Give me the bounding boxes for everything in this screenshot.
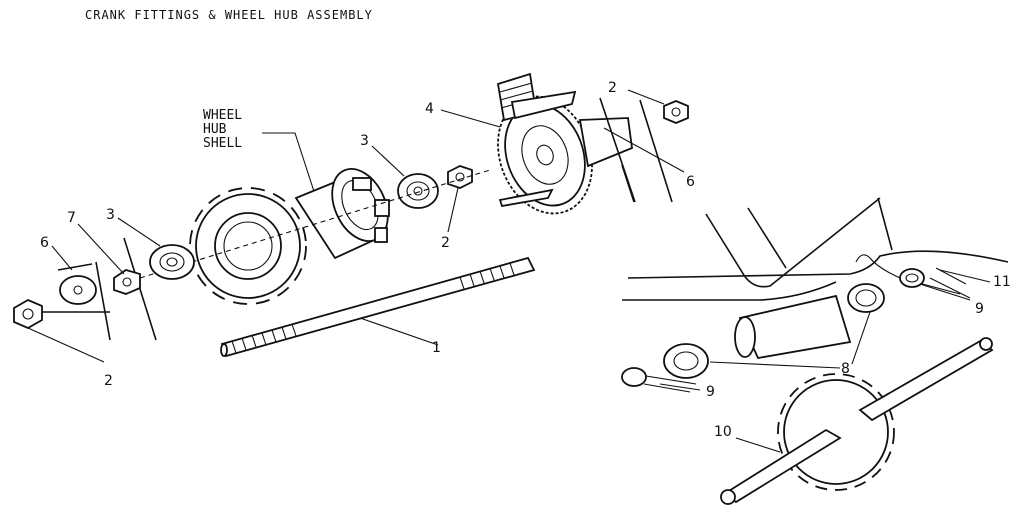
crank-and-chainring bbox=[720, 337, 994, 505]
axle-part bbox=[220, 256, 536, 358]
callout-11-leader bbox=[939, 269, 991, 283]
bearing-cup bbox=[663, 343, 709, 379]
callout-6-left-leader bbox=[51, 245, 73, 271]
bottom-bracket-shell bbox=[734, 283, 885, 360]
axle-nut-top bbox=[663, 100, 689, 124]
callout-1-leader bbox=[359, 317, 439, 346]
bearing-cone-mid bbox=[397, 173, 439, 209]
axle-nut-mid bbox=[447, 165, 473, 189]
callout-1: 1 bbox=[432, 340, 441, 356]
callout-10-leader bbox=[735, 437, 781, 453]
coaster-brake-assembly bbox=[496, 72, 633, 215]
hub-label-leader bbox=[262, 132, 321, 211]
diagram-title: CRANK FITTINGS & WHEEL HUB ASSEMBLY bbox=[85, 8, 373, 22]
callout-9-bottom-leader bbox=[659, 383, 701, 391]
callout-2-left-leader bbox=[27, 327, 105, 363]
callout-2-mid: 2 bbox=[441, 235, 450, 251]
bearing-cone-left bbox=[149, 244, 195, 280]
callout-3-left: 3 bbox=[106, 207, 115, 223]
callout-11: 11 bbox=[993, 274, 1011, 290]
callout-6-top-leader bbox=[603, 127, 685, 173]
callout-2-top-leader bbox=[627, 89, 665, 105]
callout-8-leader-b bbox=[851, 311, 871, 365]
frame-line-left-b bbox=[95, 261, 111, 341]
frame-line-left-c bbox=[123, 237, 157, 341]
callout-9-top-leader bbox=[919, 277, 971, 301]
callout-3-left-leader bbox=[117, 217, 161, 247]
callout-6-top: 6 bbox=[686, 174, 695, 190]
rear-sprocket bbox=[189, 187, 307, 305]
wheel-hub-shell bbox=[294, 168, 390, 260]
axle-nut-left bbox=[13, 298, 43, 330]
lock-ring-bottom bbox=[621, 367, 697, 393]
callout-8-leader-a bbox=[709, 361, 841, 369]
callout-9-top: 9 bbox=[975, 301, 984, 317]
lock-ring-top bbox=[899, 268, 925, 288]
callout-2-top: 2 bbox=[608, 80, 617, 96]
axle-centerline bbox=[139, 169, 491, 279]
callout-2-left: 2 bbox=[104, 373, 113, 389]
callout-3-mid-leader bbox=[371, 145, 405, 177]
frame-stay-b bbox=[639, 99, 673, 203]
hub-label-line3: SHELL bbox=[203, 136, 242, 151]
hub-label-line2: HUB bbox=[203, 122, 227, 137]
callout-2-mid-leader bbox=[447, 187, 459, 233]
frame-stay-c bbox=[621, 164, 635, 203]
hub-label-line1: WHEEL bbox=[203, 108, 242, 123]
callout-8: 8 bbox=[841, 361, 850, 377]
callout-7: 7 bbox=[67, 210, 76, 226]
washer-left bbox=[59, 275, 97, 305]
bicycle-frame bbox=[622, 197, 1009, 301]
callout-9-bottom: 9 bbox=[706, 384, 715, 400]
callout-3-mid: 3 bbox=[360, 133, 369, 149]
callout-4-leader bbox=[440, 109, 501, 128]
callout-4: 4 bbox=[425, 101, 434, 117]
callout-7-leader bbox=[77, 223, 125, 275]
callout-6-left: 6 bbox=[40, 235, 49, 251]
frame-line-left-a bbox=[57, 263, 93, 271]
callout-10: 10 bbox=[714, 424, 732, 440]
lock-nut-left bbox=[113, 269, 141, 295]
